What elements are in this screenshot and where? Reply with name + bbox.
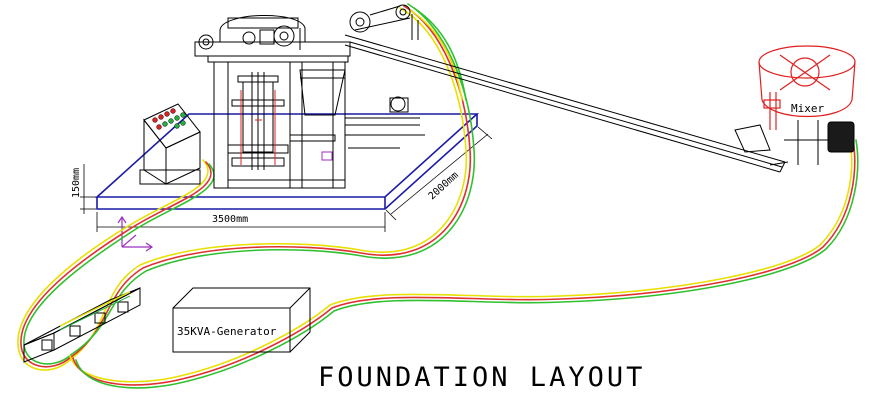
block-machine xyxy=(194,14,425,189)
dimension-lines xyxy=(80,126,493,232)
mixer-motor xyxy=(827,121,855,153)
foundation-platform xyxy=(94,113,480,210)
control-panel xyxy=(139,103,201,185)
mixer-frame xyxy=(784,120,835,165)
axis-indicator xyxy=(117,215,154,252)
depth-dimension-label: 2000mm xyxy=(427,170,461,202)
panel-buttons xyxy=(152,108,186,130)
diagram-title: FOUNDATION LAYOUT xyxy=(318,362,645,393)
generator-label: 35KVA-Generator xyxy=(177,325,277,338)
mixer xyxy=(758,45,856,130)
power-cables xyxy=(17,3,859,389)
machine-color-accents xyxy=(240,90,333,165)
width-dimension-label: 3500mm xyxy=(212,214,248,225)
height-dimension-label: 150mm xyxy=(71,168,82,198)
generator-box xyxy=(172,287,311,353)
distribution-box xyxy=(23,287,141,363)
belt-conveyor xyxy=(344,4,789,173)
mixer-label: Mixer xyxy=(791,102,824,115)
